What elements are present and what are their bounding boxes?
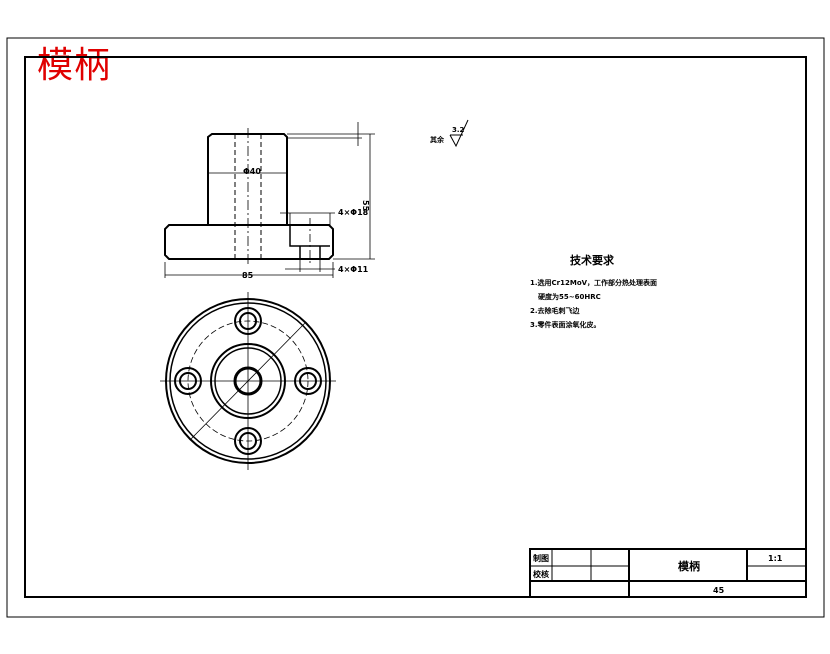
surface-finish-value: 3.2 xyxy=(452,126,465,134)
tech-requirement-item: 1.选用Cr12MoV，工作部分热处理表面 xyxy=(530,278,657,287)
dim-hole: 4×Φ11 xyxy=(338,265,369,274)
surface-finish-symbol xyxy=(449,119,469,148)
drawing-title: 模柄 xyxy=(37,45,112,86)
tech-requirement-item: 2.去除毛刺飞边 xyxy=(530,306,581,315)
dim-shank-diameter: Φ40 xyxy=(243,167,261,176)
tech-requirement-item: 3.零件表面涂氧化皮。 xyxy=(530,320,601,329)
part-name: 模柄 xyxy=(678,559,700,573)
tech-requirement-item: 硬度为55~60HRC xyxy=(538,292,601,301)
inner-frame xyxy=(24,56,807,598)
drawn-label: 制图 xyxy=(533,553,549,563)
scale: 1:1 xyxy=(768,554,783,563)
top-view xyxy=(160,292,336,470)
dim-height: 55 xyxy=(361,200,370,212)
dim-counterbore: 4×Φ18 xyxy=(338,208,369,217)
front-view xyxy=(164,122,375,278)
dim-width: 85 xyxy=(242,271,254,280)
material: 45 xyxy=(713,586,725,595)
checked-label: 校核 xyxy=(533,569,549,579)
tech-requirements-heading: 技术要求 xyxy=(570,253,615,267)
outer-frame xyxy=(6,37,825,618)
title-block xyxy=(529,548,807,598)
surface-finish-label: 其余 xyxy=(430,135,445,144)
